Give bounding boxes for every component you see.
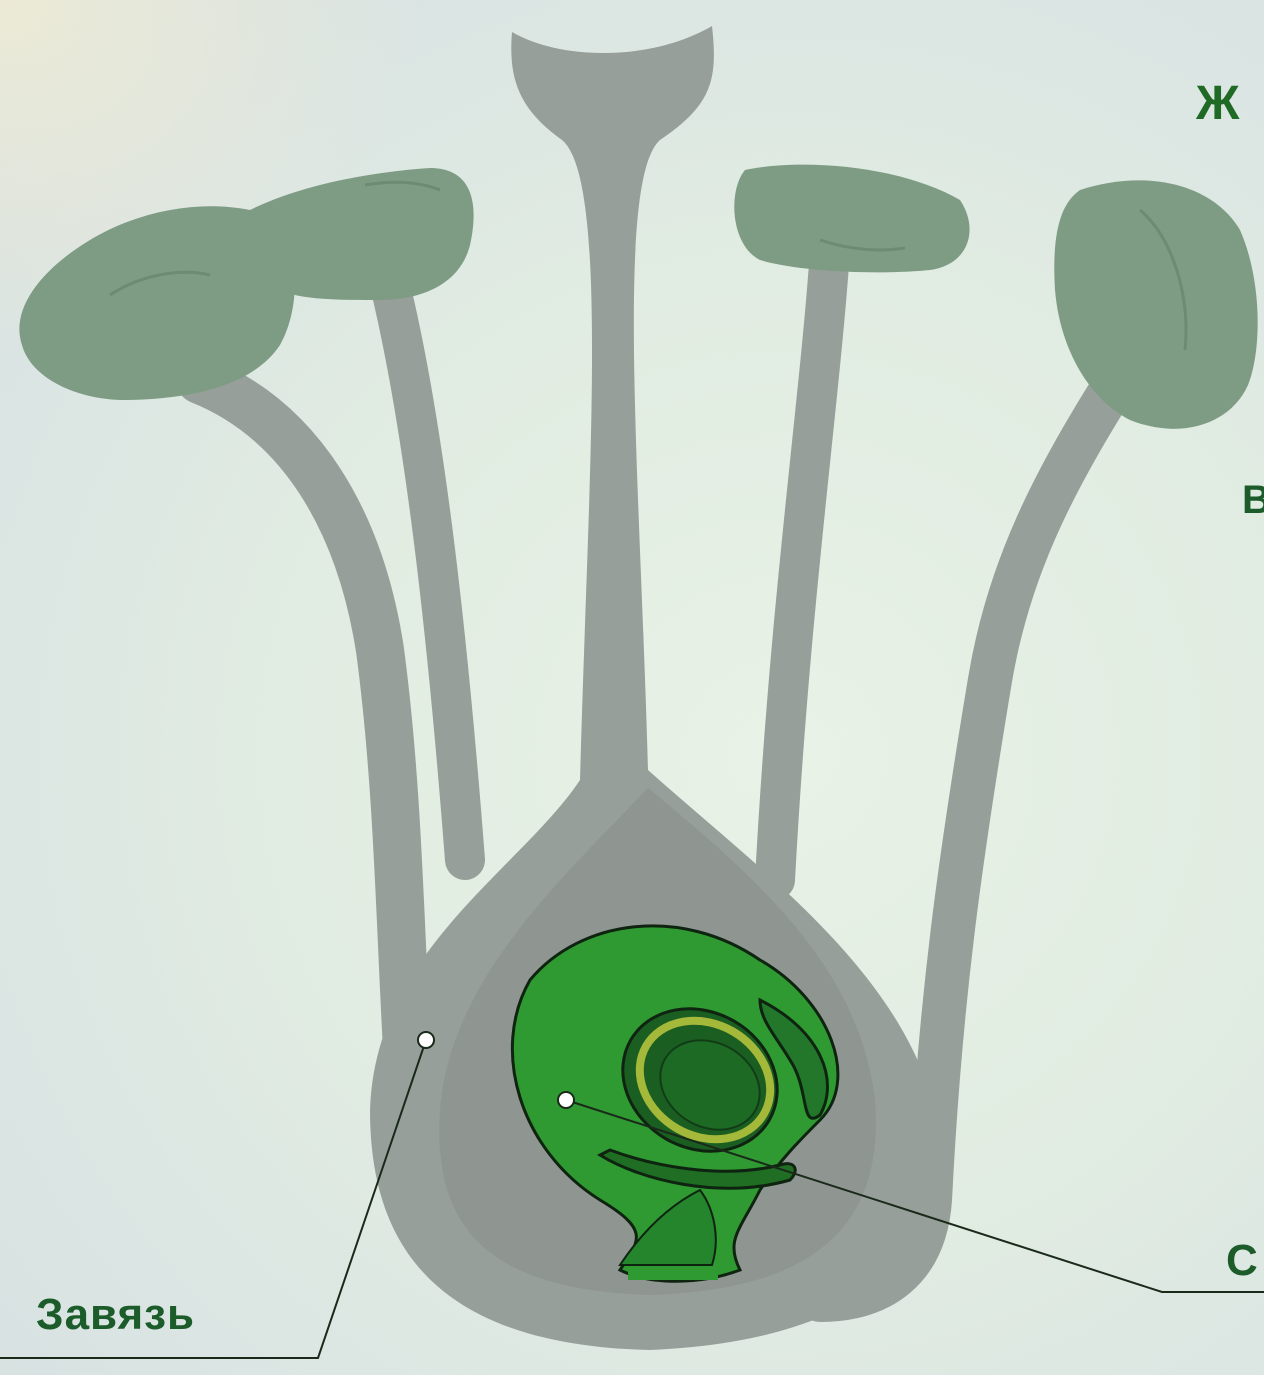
ovary-marker-dot: [418, 1032, 434, 1048]
ovule-marker-dot: [558, 1092, 574, 1108]
ovule-label: С: [1226, 1236, 1259, 1286]
title-label: Ж: [1196, 76, 1240, 131]
stamen-filament-right-inner: [775, 250, 830, 880]
ovule-base: [628, 1268, 718, 1280]
anther-left-inner: [250, 168, 474, 300]
ovary-label: Завязь: [36, 1290, 195, 1340]
side-label: В: [1242, 478, 1264, 523]
anther-right-inner: [734, 165, 969, 273]
stamen-filament-left-outer: [200, 380, 410, 1100]
anther-left-outer: [19, 206, 294, 400]
